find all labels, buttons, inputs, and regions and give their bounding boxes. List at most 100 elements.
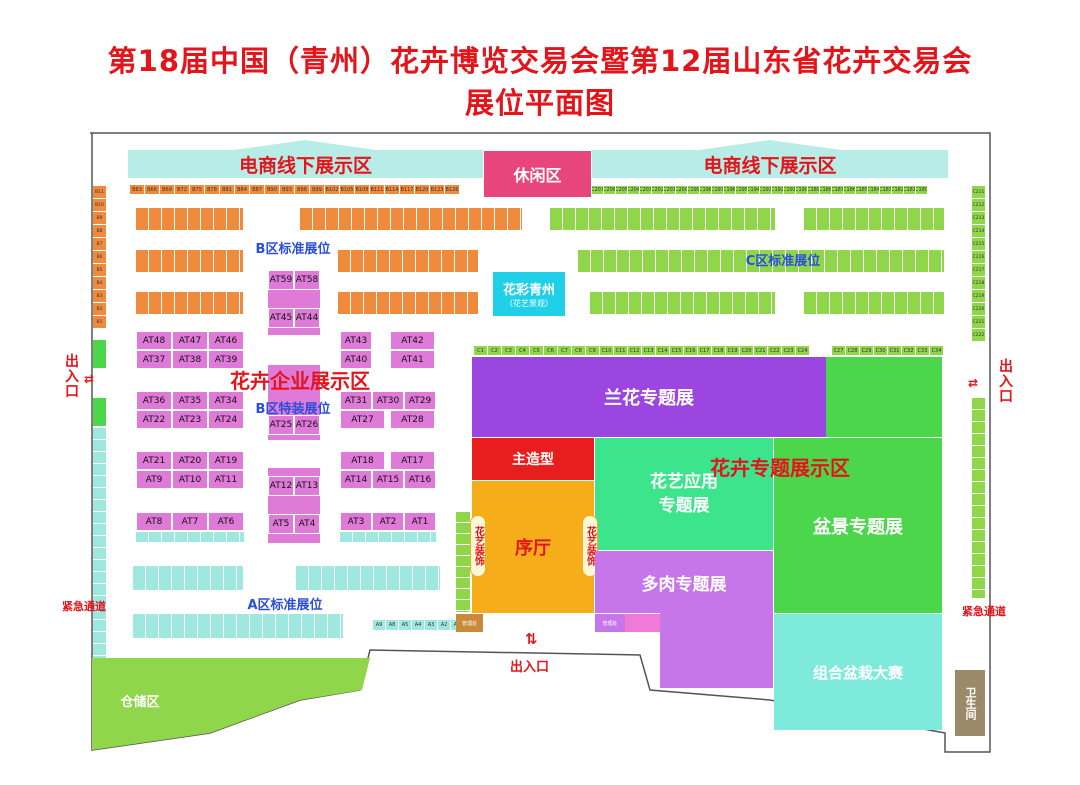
booth-at43[interactable]: AT43 (340, 331, 372, 350)
booth-c198[interactable]: C198 (700, 186, 711, 194)
booth-b5[interactable]: B5 (93, 264, 106, 276)
booth-at13[interactable]: AT13 (294, 476, 320, 496)
booth-c183[interactable]: C183 (880, 186, 891, 194)
booth-c189[interactable]: C189 (808, 186, 819, 194)
booth-c190[interactable]: C190 (796, 186, 807, 194)
booth-c214[interactable]: C214 (972, 225, 985, 237)
booth-at11[interactable]: AT11 (208, 470, 244, 489)
booth-at25[interactable]: AT25 (268, 415, 294, 435)
toilet[interactable]: 卫生间 (955, 670, 985, 736)
booth-at36[interactable]: AT36 (136, 391, 172, 410)
booth-c192[interactable]: C192 (772, 186, 783, 194)
booth-at34[interactable]: AT34 (208, 391, 244, 410)
booth-c205[interactable]: C205 (616, 186, 627, 194)
booth-b90[interactable]: B90 (265, 185, 279, 194)
booth-at24[interactable]: AT24 (208, 410, 244, 429)
booth-at18[interactable]: AT18 (340, 451, 385, 470)
booth-a9[interactable]: A9 (373, 620, 385, 630)
booth-b11[interactable]: B11 (93, 186, 106, 198)
booth-b111[interactable]: B111 (370, 185, 384, 194)
booth-c5[interactable]: C5 (530, 346, 543, 355)
booth-c206[interactable]: C206 (604, 186, 615, 194)
hall[interactable]: 序厅 (472, 481, 594, 613)
booth-b6[interactable]: B6 (93, 251, 106, 263)
booth-c14[interactable]: C14 (656, 346, 669, 355)
entrance-bottom[interactable]: 出入口 (510, 660, 550, 675)
booth-c196[interactable]: C196 (724, 186, 735, 194)
booth-at31[interactable]: AT31 (340, 391, 372, 410)
booth-at16[interactable]: AT16 (404, 470, 436, 489)
booth-at39[interactable]: AT39 (208, 350, 244, 369)
booth-c186[interactable]: C186 (844, 186, 855, 194)
booth-c180[interactable]: C180 (916, 186, 927, 194)
booth-at5[interactable]: AT5 (268, 514, 294, 534)
booth-at26[interactable]: AT26 (294, 415, 320, 435)
booth-c12[interactable]: C12 (628, 346, 641, 355)
succulent-exhibit[interactable]: 多肉专题展 (595, 551, 773, 613)
booth-c202[interactable]: C202 (652, 186, 663, 194)
booth-c22[interactable]: C22 (768, 346, 781, 355)
bonsai-exhibit[interactable]: 盆景专题展 (774, 438, 942, 613)
booth-b114[interactable]: B114 (385, 185, 399, 194)
booth-c28[interactable]: C28 (846, 346, 859, 355)
booth-b8[interactable]: B8 (93, 225, 106, 237)
booth-at30[interactable]: AT30 (372, 391, 404, 410)
entrance-right[interactable]: 出入口 (999, 359, 1013, 405)
booth-c220[interactable]: C220 (972, 303, 985, 315)
booth-c215[interactable]: C215 (972, 238, 985, 250)
booth-c207[interactable]: C207 (592, 186, 603, 194)
booth-at42[interactable]: AT42 (390, 331, 435, 350)
booth-c218[interactable]: C218 (972, 277, 985, 289)
booth-b75[interactable]: B75 (190, 185, 204, 194)
booth-a8[interactable]: A8 (386, 620, 398, 630)
booth-c211[interactable]: C211 (972, 186, 985, 198)
booth-b3[interactable]: B3 (93, 290, 106, 302)
booth-c21[interactable]: C21 (754, 346, 767, 355)
booth-at27[interactable]: AT27 (340, 410, 385, 429)
booth-at19[interactable]: AT19 (208, 451, 244, 470)
booth-at20[interactable]: AT20 (172, 451, 208, 470)
booth-c7[interactable]: C7 (558, 346, 571, 355)
booth-c18[interactable]: C18 (712, 346, 725, 355)
booth-b7[interactable]: B7 (93, 238, 106, 250)
booth-at29[interactable]: AT29 (404, 391, 436, 410)
booth-c15[interactable]: C15 (670, 346, 683, 355)
booth-c34[interactable]: C34 (930, 346, 943, 355)
booth-c219[interactable]: C219 (972, 290, 985, 302)
booth-c204[interactable]: C204 (628, 186, 639, 194)
booth-at35[interactable]: AT35 (172, 391, 208, 410)
booth-c201[interactable]: C201 (664, 186, 675, 194)
booth-c24[interactable]: C24 (796, 346, 809, 355)
booth-a3[interactable]: A3 (425, 620, 437, 630)
booth-b66[interactable]: B66 (145, 185, 159, 194)
booth-b108[interactable]: B108 (355, 185, 369, 194)
booth-b105[interactable]: B105 (340, 185, 354, 194)
booth-c188[interactable]: C188 (820, 186, 831, 194)
booth-c11[interactable]: C11 (614, 346, 627, 355)
booth-c27[interactable]: C27 (832, 346, 845, 355)
booth-b81[interactable]: B81 (220, 185, 234, 194)
booth-at6[interactable]: AT6 (208, 512, 244, 531)
booth-at44[interactable]: AT44 (294, 308, 320, 328)
floral-application-exhibit[interactable]: 花艺应用 专题展 (595, 438, 773, 550)
booth-c213[interactable]: C213 (972, 212, 985, 224)
mgmt-office-left[interactable]: 管理处 (456, 614, 483, 632)
booth-c191[interactable]: C191 (784, 186, 795, 194)
booth-at7[interactable]: AT7 (172, 512, 208, 531)
booth-at37[interactable]: AT37 (136, 350, 172, 369)
booth-c195[interactable]: C195 (736, 186, 747, 194)
booth-c184[interactable]: C184 (868, 186, 879, 194)
leisure-area[interactable]: 休闲区 (484, 151, 591, 197)
booth-at40[interactable]: AT40 (340, 350, 372, 369)
booth-c20[interactable]: C20 (740, 346, 753, 355)
booth-c16[interactable]: C16 (684, 346, 697, 355)
entrance-left[interactable]: 出入口 (65, 354, 79, 400)
booth-b72[interactable]: B72 (175, 185, 189, 194)
booth-b117[interactable]: B117 (400, 185, 414, 194)
booth-c221[interactable]: C221 (972, 316, 985, 328)
booth-at14[interactable]: AT14 (340, 470, 372, 489)
booth-c32[interactable]: C32 (902, 346, 915, 355)
booth-c9[interactable]: C9 (586, 346, 599, 355)
booth-at1[interactable]: AT1 (404, 512, 436, 531)
main-model[interactable]: 主造型 (472, 438, 594, 480)
